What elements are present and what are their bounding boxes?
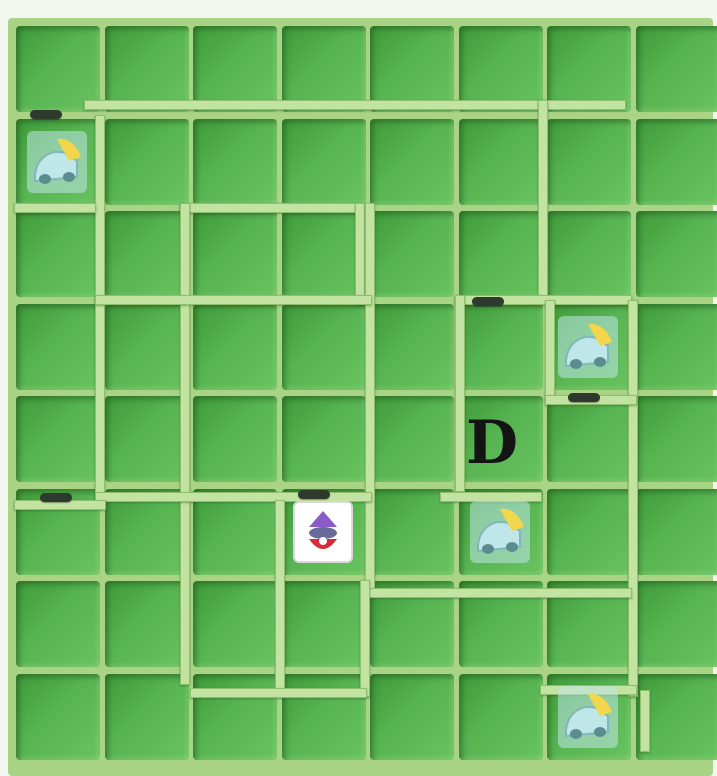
maze-wall <box>365 203 375 590</box>
grid-cell[interactable] <box>370 211 454 297</box>
maze-wall <box>95 115 105 502</box>
maze-wall <box>628 300 638 697</box>
grid-cell[interactable] <box>16 396 100 482</box>
grid-cell[interactable] <box>105 396 189 482</box>
grid-cell[interactable] <box>370 304 454 390</box>
grid-cell[interactable] <box>459 211 543 297</box>
grid-cell[interactable] <box>636 396 717 482</box>
gate-bar <box>30 110 62 119</box>
maze-wall <box>545 300 555 402</box>
maze-wall <box>180 203 362 213</box>
grid-cell[interactable] <box>16 674 100 760</box>
grid-cell[interactable] <box>105 581 189 667</box>
grid-cell[interactable] <box>16 211 100 297</box>
car-icon[interactable] <box>558 316 618 378</box>
gate-bar <box>40 493 72 502</box>
maze-wall <box>355 203 365 305</box>
grid-cell[interactable] <box>105 674 189 760</box>
car-icon[interactable] <box>27 131 87 193</box>
grid-cell[interactable] <box>636 581 717 667</box>
maze-wall <box>538 100 548 302</box>
car-icon[interactable] <box>558 686 618 748</box>
grid-cell[interactable] <box>282 396 366 482</box>
grid-cell[interactable] <box>193 396 277 482</box>
grid-cell[interactable] <box>370 119 454 205</box>
grid-cell[interactable] <box>16 304 100 390</box>
grid-cell[interactable] <box>459 674 543 760</box>
maze-wall <box>365 588 632 598</box>
maze-wall <box>275 500 285 692</box>
grid-cell[interactable] <box>282 304 366 390</box>
grid-cell[interactable] <box>105 304 189 390</box>
grid-cell[interactable] <box>282 674 366 760</box>
grid-cell[interactable] <box>636 211 717 297</box>
car-icon[interactable] <box>470 501 530 563</box>
maze-wall <box>95 295 372 305</box>
gate-bar <box>298 490 330 499</box>
grid-cell[interactable] <box>547 396 631 482</box>
grid-cell[interactable] <box>547 211 631 297</box>
gate-bar <box>472 297 504 306</box>
grid-cell[interactable] <box>193 304 277 390</box>
grid-cell[interactable] <box>282 211 366 297</box>
grid-cell[interactable] <box>193 674 277 760</box>
grid-cell[interactable] <box>105 211 189 297</box>
gate-bar <box>568 393 600 402</box>
player-icon[interactable] <box>293 501 353 563</box>
maze-wall <box>640 690 650 752</box>
grid-cell[interactable] <box>459 119 543 205</box>
grid-cell[interactable] <box>193 581 277 667</box>
grid-cell[interactable] <box>547 489 631 575</box>
grid-cell[interactable] <box>282 581 366 667</box>
maze-wall <box>360 580 370 697</box>
grid-cell[interactable] <box>105 119 189 205</box>
grid-cell[interactable] <box>370 674 454 760</box>
grid-cell[interactable] <box>636 489 717 575</box>
maze-wall <box>14 203 96 213</box>
grid-cell[interactable] <box>547 119 631 205</box>
maze-wall <box>190 688 367 698</box>
grid-cell[interactable] <box>370 396 454 482</box>
grid-cell[interactable] <box>16 581 100 667</box>
maze-wall <box>180 203 190 685</box>
cell-label-d: D <box>457 408 527 478</box>
grid-cell[interactable] <box>636 304 717 390</box>
grid-cell[interactable] <box>282 119 366 205</box>
grid-cell[interactable] <box>193 119 277 205</box>
grid-cell[interactable] <box>459 304 543 390</box>
grid-cell[interactable] <box>193 211 277 297</box>
grid-cell[interactable] <box>636 26 717 112</box>
grid-cell[interactable] <box>636 119 717 205</box>
